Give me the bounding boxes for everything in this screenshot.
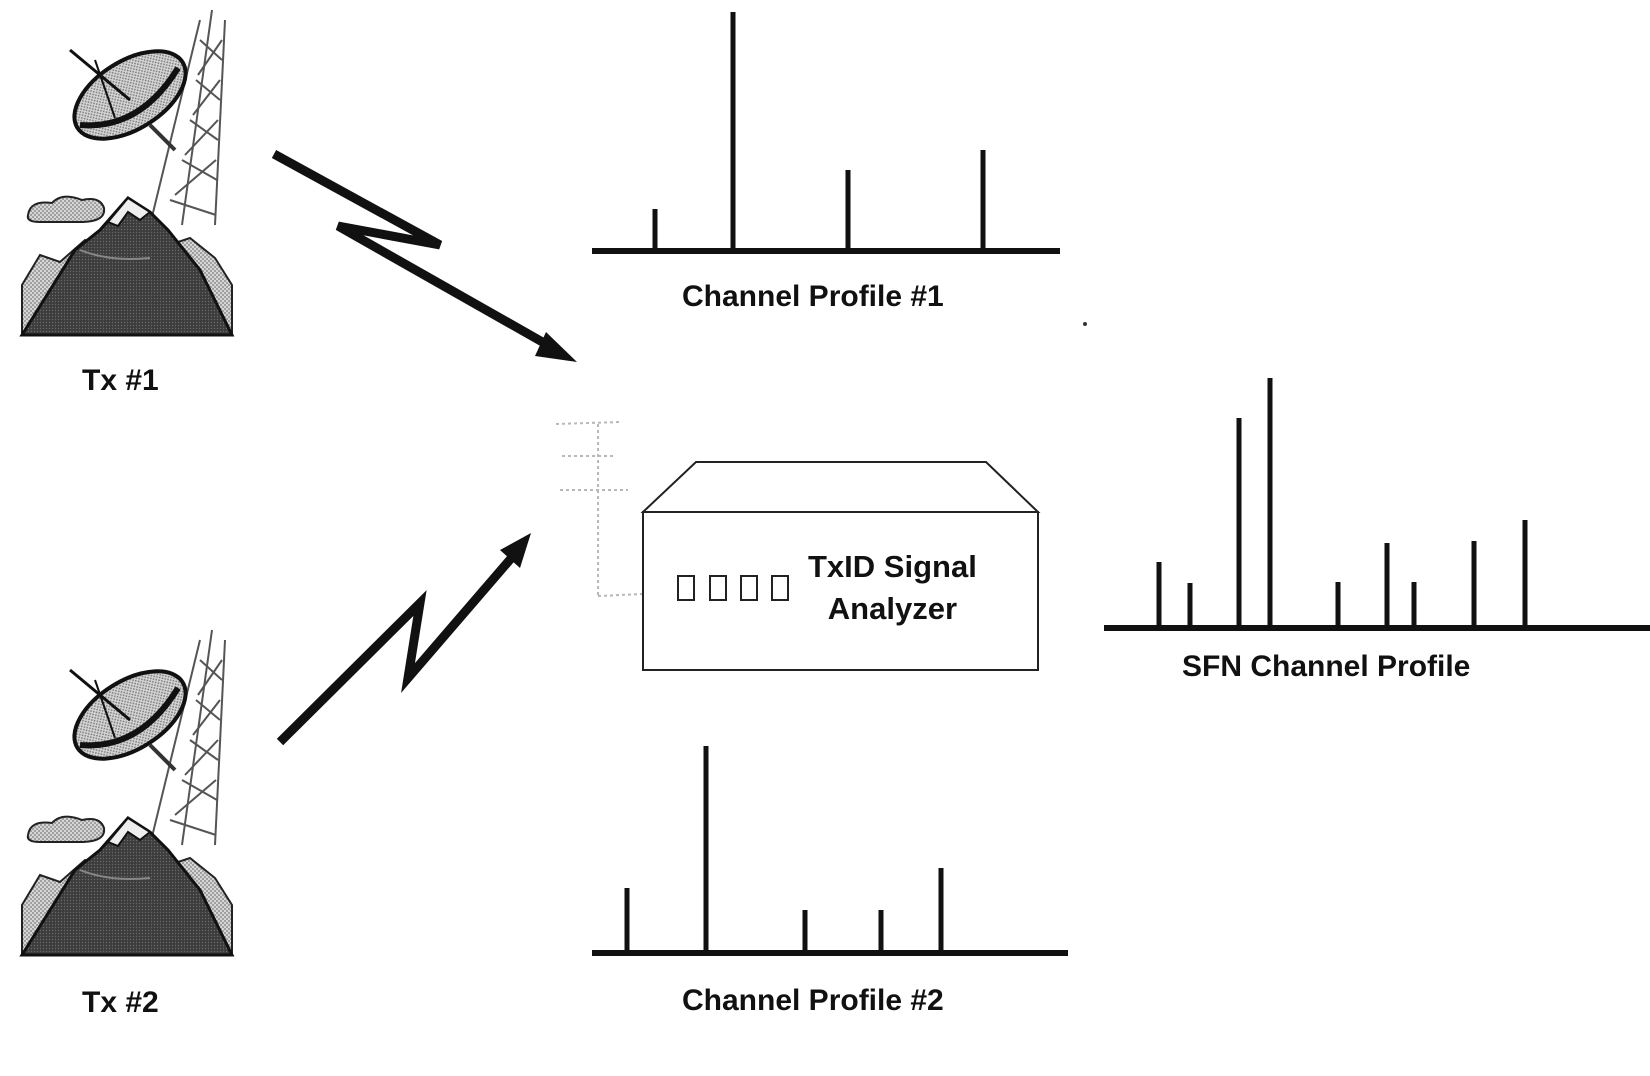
signal-arrow-tx1 [271, 150, 577, 362]
tx1-label: Tx #1 [82, 364, 159, 397]
channel-profile-1-label: Channel Profile #1 [682, 280, 944, 313]
signal-arrow-tx2 [276, 533, 531, 746]
indicator-light [740, 575, 758, 601]
analyzer-label-line2: Analyzer [827, 591, 958, 626]
indicator-light [677, 575, 695, 601]
analyzer-indicator-lights [677, 575, 789, 601]
indicator-light [709, 575, 727, 601]
indicator-light [771, 575, 789, 601]
stray-dot [1083, 322, 1087, 326]
sfn-channel-profile-chart [1104, 378, 1650, 631]
tx2-label: Tx #2 [82, 986, 159, 1019]
sfn-channel-profile-label: SFN Channel Profile [1182, 650, 1471, 683]
txid-signal-analyzer-box [640, 461, 1041, 671]
tx2-icon [22, 630, 232, 955]
analyzer-label: TxID Signal Analyzer [808, 546, 977, 630]
channel-profile-2-label: Channel Profile #2 [682, 984, 944, 1017]
channel-profile-1-chart [592, 12, 1060, 254]
tx1-icon [22, 10, 232, 335]
channel-profile-2-chart [592, 746, 1068, 956]
analyzer-label-line1: TxID Signal [808, 549, 977, 584]
receiver-antenna-icon [555, 421, 643, 597]
